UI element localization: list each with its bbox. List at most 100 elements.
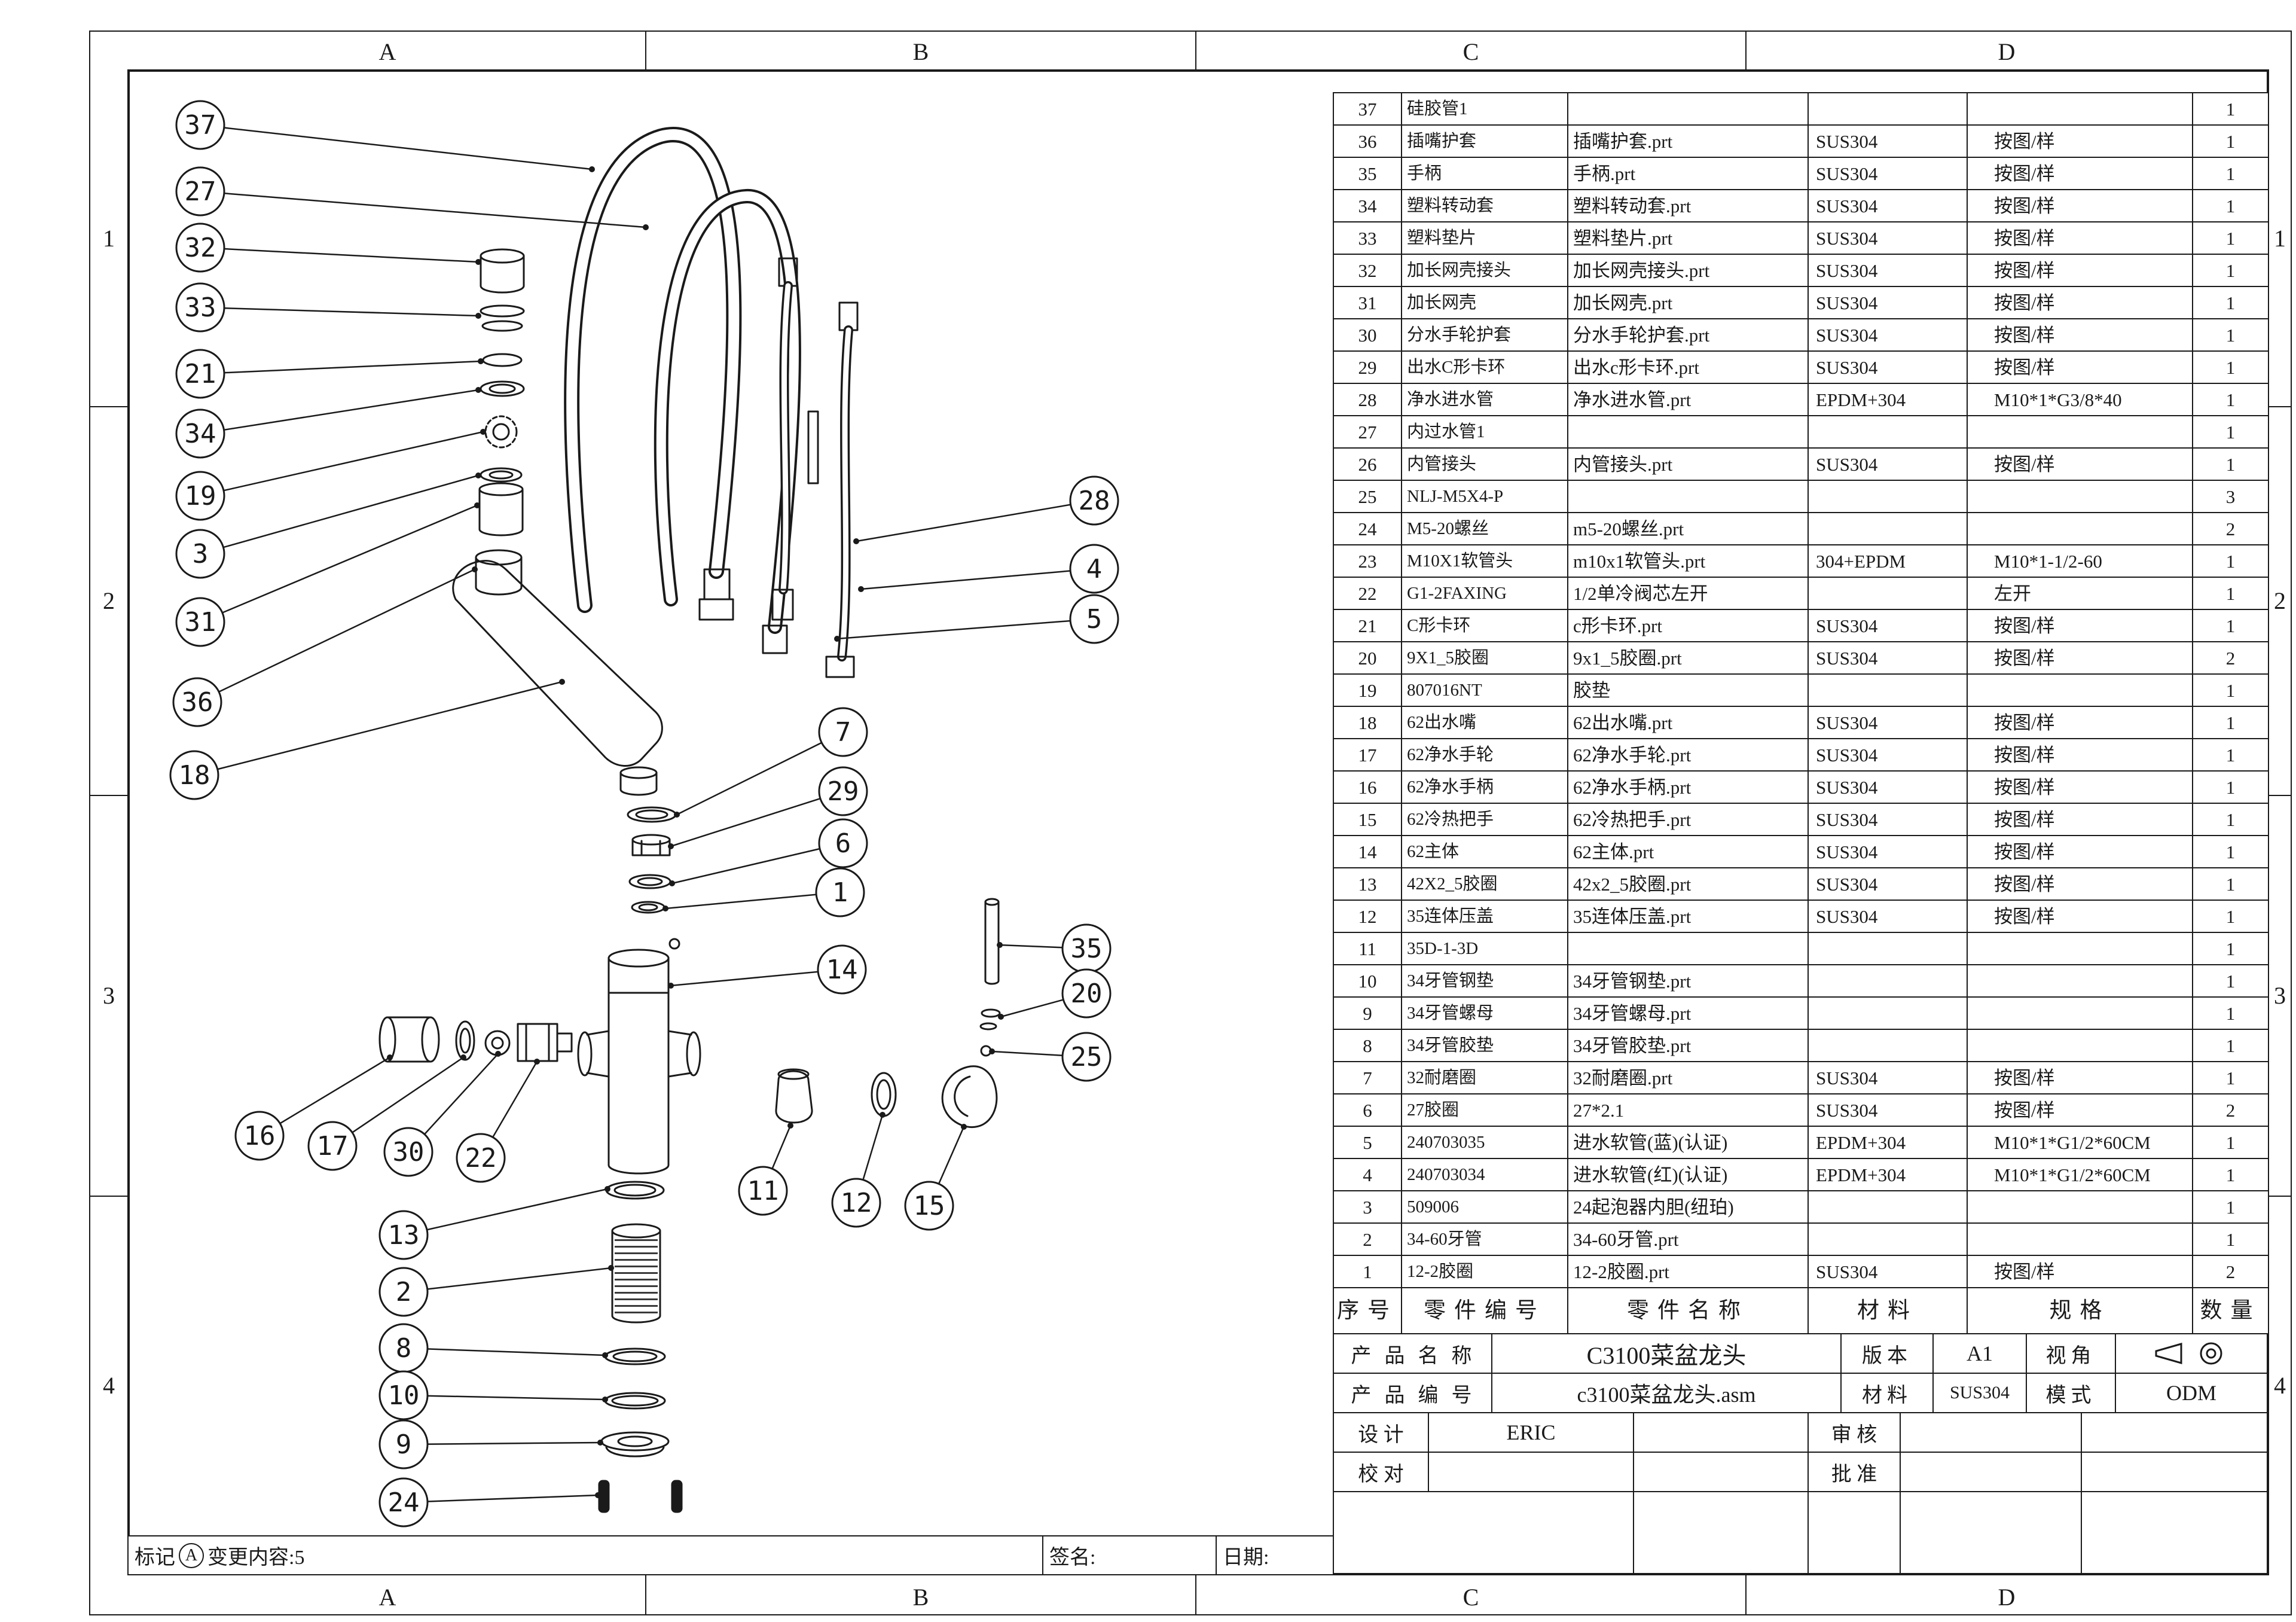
- bom-cell: SUS304: [1808, 706, 1968, 739]
- balloon-number: 9: [396, 1429, 412, 1460]
- bom-cell: 62冷热把手: [1401, 803, 1568, 836]
- zone-labels: A B C D A B C D 1 2 3 4 1 2 3 4: [103, 38, 2286, 1611]
- balloon-number: 37: [185, 110, 216, 141]
- balloon-number: 22: [465, 1143, 497, 1173]
- empty-cell: [2082, 1492, 2267, 1573]
- leader-dot: [480, 429, 486, 435]
- bom-cell: 34牙管螺母.prt: [1567, 996, 1809, 1030]
- main-body: [577, 949, 701, 1175]
- bom-cell: [1967, 1029, 2193, 1062]
- balloon-leader: [403, 1441, 601, 1446]
- balloon-number: 12: [841, 1188, 872, 1218]
- projection-symbol-cell: [2116, 1334, 2267, 1373]
- bom-cell: SUS304: [1808, 124, 1968, 158]
- title-row-proof: 校 对 批 准: [1334, 1453, 2267, 1492]
- balloon-circle: [378, 1370, 429, 1420]
- leader-dot: [668, 983, 674, 989]
- bom-cell: 240703034: [1401, 1158, 1568, 1191]
- balloon-circle: [175, 408, 225, 459]
- balloon-number: 3: [193, 539, 209, 569]
- bom-cell: 1: [2192, 221, 2269, 255]
- view-label: 视角: [2027, 1334, 2116, 1373]
- bom-cell: 塑料垫片.prt: [1567, 221, 1809, 255]
- zone-row-left: 2: [103, 587, 115, 614]
- leader-dot: [589, 166, 595, 172]
- title-row-product-code: 产品编号 c3100菜盆龙头.asm 材料 SUS304 模式 ODM: [1334, 1374, 2267, 1413]
- bom-cell: [1567, 415, 1809, 449]
- balloon-number: 31: [185, 607, 216, 638]
- bom-cell: 17: [1333, 738, 1402, 772]
- balloon-leader: [200, 306, 479, 317]
- balloon-number: 20: [1071, 978, 1103, 1009]
- zone-row-right: 3: [2274, 982, 2286, 1009]
- balloon-leader: [200, 124, 593, 170]
- bom-cell: 内过水管1: [1401, 415, 1568, 449]
- bom-cell: 净水进水管.prt: [1567, 383, 1809, 416]
- bom-cell: 1: [2192, 1126, 2269, 1159]
- balloon-circle: [815, 867, 865, 917]
- bom-cell: 34: [1333, 189, 1402, 222]
- bom-header-cell: 序号: [1333, 1287, 1402, 1334]
- bom-cell: 1: [2192, 673, 2269, 707]
- exploded-view: [378, 127, 1001, 1513]
- balloon-number: 7: [835, 717, 851, 748]
- balloon-number: 17: [317, 1131, 349, 1161]
- bom-cell: 20: [1333, 641, 1402, 675]
- balloon-number: 6: [835, 828, 851, 859]
- bom-cell: 内管接头: [1401, 447, 1568, 481]
- bom-cell: 34牙管胶垫.prt: [1567, 1029, 1809, 1062]
- bom-cell: 16: [1333, 770, 1402, 804]
- empty-cell: [1901, 1453, 2082, 1491]
- bom-cell: 32耐磨圈.prt: [1567, 1061, 1809, 1094]
- balloon-circle: [378, 1210, 429, 1260]
- zone-col-bottom: A: [379, 1584, 396, 1611]
- bom-cell: SUS304: [1808, 286, 1968, 319]
- bom-cell: 12-2胶圈.prt: [1567, 1255, 1809, 1288]
- balloon-circle: [175, 282, 225, 333]
- review-label: 审 核: [1809, 1413, 1901, 1452]
- bom-cell: 加长网壳接头.prt: [1567, 254, 1809, 287]
- version-value: A1: [1934, 1334, 2027, 1373]
- leader-dot: [834, 636, 840, 642]
- bom-cell: 62主体.prt: [1567, 835, 1809, 868]
- bom-cell: 1: [2192, 1190, 2269, 1224]
- balloon-leader: [670, 790, 844, 847]
- bom-cell: 按图/样: [1967, 770, 2193, 804]
- balloon-circle: [818, 707, 868, 757]
- bom-cell: SUS304: [1808, 641, 1968, 675]
- bom-cell: 2: [2192, 512, 2269, 545]
- bom-cell: 按图/样: [1967, 609, 2193, 642]
- balloon-number: 13: [388, 1220, 420, 1251]
- empty-cell: [1634, 1453, 1809, 1491]
- bom-cell: 9x1_5胶圈.prt: [1567, 641, 1809, 675]
- bom-cell: SUS304: [1808, 221, 1968, 255]
- right-rod-parts: [979, 898, 1001, 1057]
- balloon-leader: [200, 360, 481, 375]
- bom-cell: 18: [1333, 706, 1402, 739]
- bom-cell: 2: [2192, 1255, 2269, 1288]
- design-label: 设 计: [1334, 1413, 1429, 1452]
- bom-cell: 15: [1333, 803, 1402, 836]
- bom-cell: 62出水嘴: [1401, 706, 1568, 739]
- balloon-number: 35: [1071, 934, 1103, 964]
- leader-dot: [478, 358, 484, 364]
- bom-cell: 1: [2192, 996, 2269, 1030]
- bom-cell: 6: [1333, 1093, 1402, 1127]
- zone-col-top: B: [913, 38, 929, 65]
- balloon-circle: [456, 1133, 506, 1183]
- bom-cell: 36: [1333, 124, 1402, 158]
- zone-col-top: A: [379, 38, 396, 65]
- bom-cell: [1808, 415, 1968, 449]
